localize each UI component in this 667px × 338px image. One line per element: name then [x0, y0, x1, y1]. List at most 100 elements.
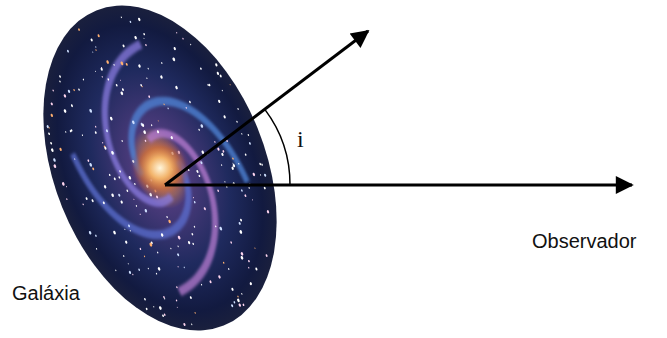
star	[52, 89, 54, 91]
star	[107, 78, 109, 81]
star	[144, 209, 147, 213]
star	[219, 74, 222, 77]
star	[91, 199, 94, 203]
star	[177, 266, 178, 268]
star	[113, 64, 115, 66]
star	[147, 68, 149, 70]
star	[194, 312, 196, 314]
star	[249, 282, 252, 286]
star	[236, 120, 238, 122]
star	[109, 174, 111, 177]
star	[244, 194, 247, 197]
star	[215, 225, 217, 227]
star	[106, 60, 110, 64]
star	[78, 88, 80, 91]
star	[198, 174, 200, 177]
star	[66, 186, 67, 188]
star	[208, 84, 210, 87]
star	[82, 203, 84, 205]
star	[209, 280, 212, 283]
star	[50, 142, 53, 145]
star	[138, 64, 141, 68]
star	[134, 36, 137, 40]
star	[217, 189, 219, 192]
galaxy-picture	[0, 0, 321, 338]
star	[132, 274, 134, 276]
star	[176, 299, 178, 301]
star	[237, 298, 241, 302]
star	[61, 182, 65, 186]
star	[97, 34, 100, 38]
star	[100, 67, 103, 71]
star	[176, 32, 177, 34]
star	[85, 197, 88, 200]
star	[183, 266, 185, 268]
star	[122, 88, 125, 91]
star	[50, 113, 53, 117]
star	[188, 241, 191, 245]
star	[66, 198, 68, 200]
star	[65, 131, 67, 133]
star	[164, 298, 166, 300]
star	[233, 301, 235, 304]
star	[122, 44, 125, 47]
star	[238, 163, 240, 165]
star	[170, 136, 173, 140]
star	[95, 126, 97, 128]
star	[248, 260, 250, 263]
star	[254, 247, 255, 249]
star	[120, 91, 124, 95]
star	[144, 298, 146, 301]
star	[240, 218, 243, 221]
star	[123, 255, 125, 257]
star	[223, 262, 225, 264]
star	[144, 255, 146, 257]
star	[115, 84, 118, 87]
star	[118, 193, 121, 197]
spiral-arm	[78, 44, 199, 213]
star	[82, 134, 84, 136]
star	[190, 44, 191, 46]
star	[221, 152, 224, 156]
star	[156, 130, 159, 134]
star	[148, 95, 151, 98]
star	[191, 323, 193, 325]
star	[96, 248, 98, 250]
star	[231, 304, 234, 308]
star	[128, 271, 131, 275]
star	[158, 306, 162, 311]
star	[240, 252, 244, 256]
star	[218, 275, 221, 279]
star	[121, 140, 123, 142]
star	[119, 170, 121, 173]
star	[89, 109, 93, 114]
star	[103, 185, 106, 189]
star	[156, 273, 158, 275]
star	[191, 233, 193, 236]
inclination-arc	[265, 110, 290, 185]
star	[73, 89, 75, 92]
galaxy-label: Galáxia	[12, 283, 80, 303]
star	[228, 268, 230, 270]
star	[222, 150, 224, 153]
angle-label: i	[297, 127, 304, 151]
star	[200, 124, 204, 129]
star	[106, 129, 109, 133]
star	[248, 267, 250, 269]
star	[88, 231, 91, 235]
star	[230, 84, 231, 86]
star	[139, 213, 140, 215]
star	[158, 120, 159, 122]
star	[248, 187, 250, 189]
star	[232, 164, 235, 168]
normal-arrow	[165, 31, 368, 185]
star	[143, 33, 145, 36]
star	[67, 50, 70, 53]
star	[92, 167, 95, 170]
star	[133, 199, 134, 201]
star	[224, 181, 225, 183]
star	[192, 242, 194, 245]
star	[121, 16, 123, 18]
star	[46, 125, 49, 129]
